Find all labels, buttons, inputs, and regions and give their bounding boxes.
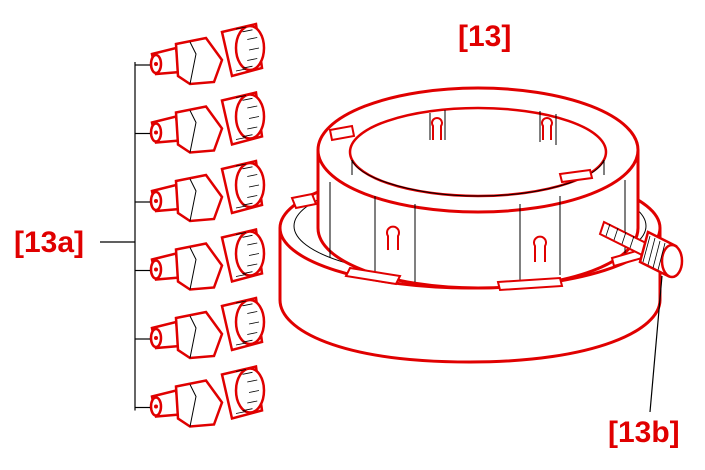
thumbscrew-knurl [248,47,260,51]
thumbscrew-knurl [242,408,253,412]
thumbscrew-knurl [235,411,247,414]
thumbscrew-knurl [235,205,247,209]
thumbscrew-edge [189,315,197,359]
thumbscrew-tip-hole [154,62,158,66]
ring-label: [13] [458,20,512,53]
flange-clip [290,192,318,210]
screws-label: [13a] [14,226,85,259]
thumbscrew-tip-hole [154,336,158,340]
thumbscrew-edge [189,247,197,290]
flange-clip [558,168,594,184]
thumbscrew-tip-hole [154,199,158,203]
thumbscrew-knurl [247,379,258,383]
thumbscrew-knurl [248,321,260,325]
keyhole-slot [533,235,547,262]
thumbscrew-knurl [247,195,258,198]
thumbscrew-knurl [235,342,247,346]
knob-face [660,243,684,279]
thumbscrew-knurl [247,126,258,130]
thumbscrew [149,227,266,291]
mounting-ring [278,86,684,364]
thumbscrew-tip-hole [154,130,158,135]
thumbscrew-knurl [242,339,253,343]
thumbscrew-knurl [235,369,247,372]
knob-label: [13b] [608,416,680,449]
thumbscrew-head-face [234,24,266,72]
thumbscrew-knurl [235,95,247,98]
flange-clip [344,266,402,286]
thumbscrew-head-face [234,230,266,277]
thumbscrew-body [174,310,224,360]
thumbscrew-group [149,22,266,428]
thumbscrew-knurl [235,274,247,277]
thumbscrew-knurl [235,137,247,140]
thumbscrew-edge [189,41,197,85]
thumbscrew-knurl [242,97,253,101]
keyhole-slot [541,117,553,140]
thumbscrew-knurl [247,263,258,267]
flange-clip [496,276,564,292]
thumbscrew [149,159,266,223]
thumbscrew-edge [189,178,197,222]
thumbscrew-knurl [247,242,258,246]
thumbscrew-head-face [234,367,266,414]
thumbscrew-body [174,173,224,223]
thumbscrew-body [174,105,224,154]
keyhole-slot [431,117,443,140]
thumbscrew-knurl [242,29,253,33]
thumbscrew-knurl [242,371,253,375]
thumbscrew-edge [189,384,197,427]
thumbscrew [149,364,266,428]
thumbscrew-knurl [247,105,258,109]
thumbscrew-head-face [234,93,266,140]
thumbscrew-knurl [247,37,258,40]
knob [598,220,684,279]
thumbscrew-knurl [242,65,253,69]
thumbscrew-knurl [235,163,247,167]
screws-bracket [100,62,150,411]
thumbscrew-edge [189,110,197,153]
flange-clip [328,124,356,142]
thumbscrew-knurl [242,234,253,238]
thumbscrew-body [174,36,224,86]
thumbscrew-knurl [248,184,260,188]
keyhole-slot [386,225,400,250]
thumbscrew-tip-hole [154,404,158,409]
thumbscrew-knurl [242,166,253,170]
thumbscrew-head-face [234,161,266,209]
knob-leader-line [649,275,663,413]
thumbscrew-knurl [247,311,258,314]
thumbscrew [149,22,266,86]
thumbscrew-body [174,379,224,428]
thumbscrew-knurl [242,303,253,307]
thumbscrew-knurl [247,58,258,61]
thumbscrew-knurl [235,68,247,72]
thumbscrew-knurl [235,232,247,235]
thumbscrew-knurl [247,174,258,177]
thumbscrew-tip-hole [154,267,158,272]
thumbscrew-knurl [235,300,247,304]
thumbscrew-knurl [242,202,253,206]
thumbscrew [149,296,266,360]
thumbscrew-knurl [248,390,260,393]
thumbscrew-head-face [234,298,266,346]
thumbscrew-knurl [242,271,253,275]
thumbscrew-knurl [248,253,260,256]
thumbscrew-knurl [248,116,260,119]
thumbscrew [149,90,266,154]
thumbscrew-knurl [242,134,253,138]
thumbscrew-knurl [247,332,258,335]
thumbscrew-body [174,242,224,291]
thumbscrew-knurl [247,400,258,404]
thumbscrew-knurl [235,26,247,30]
